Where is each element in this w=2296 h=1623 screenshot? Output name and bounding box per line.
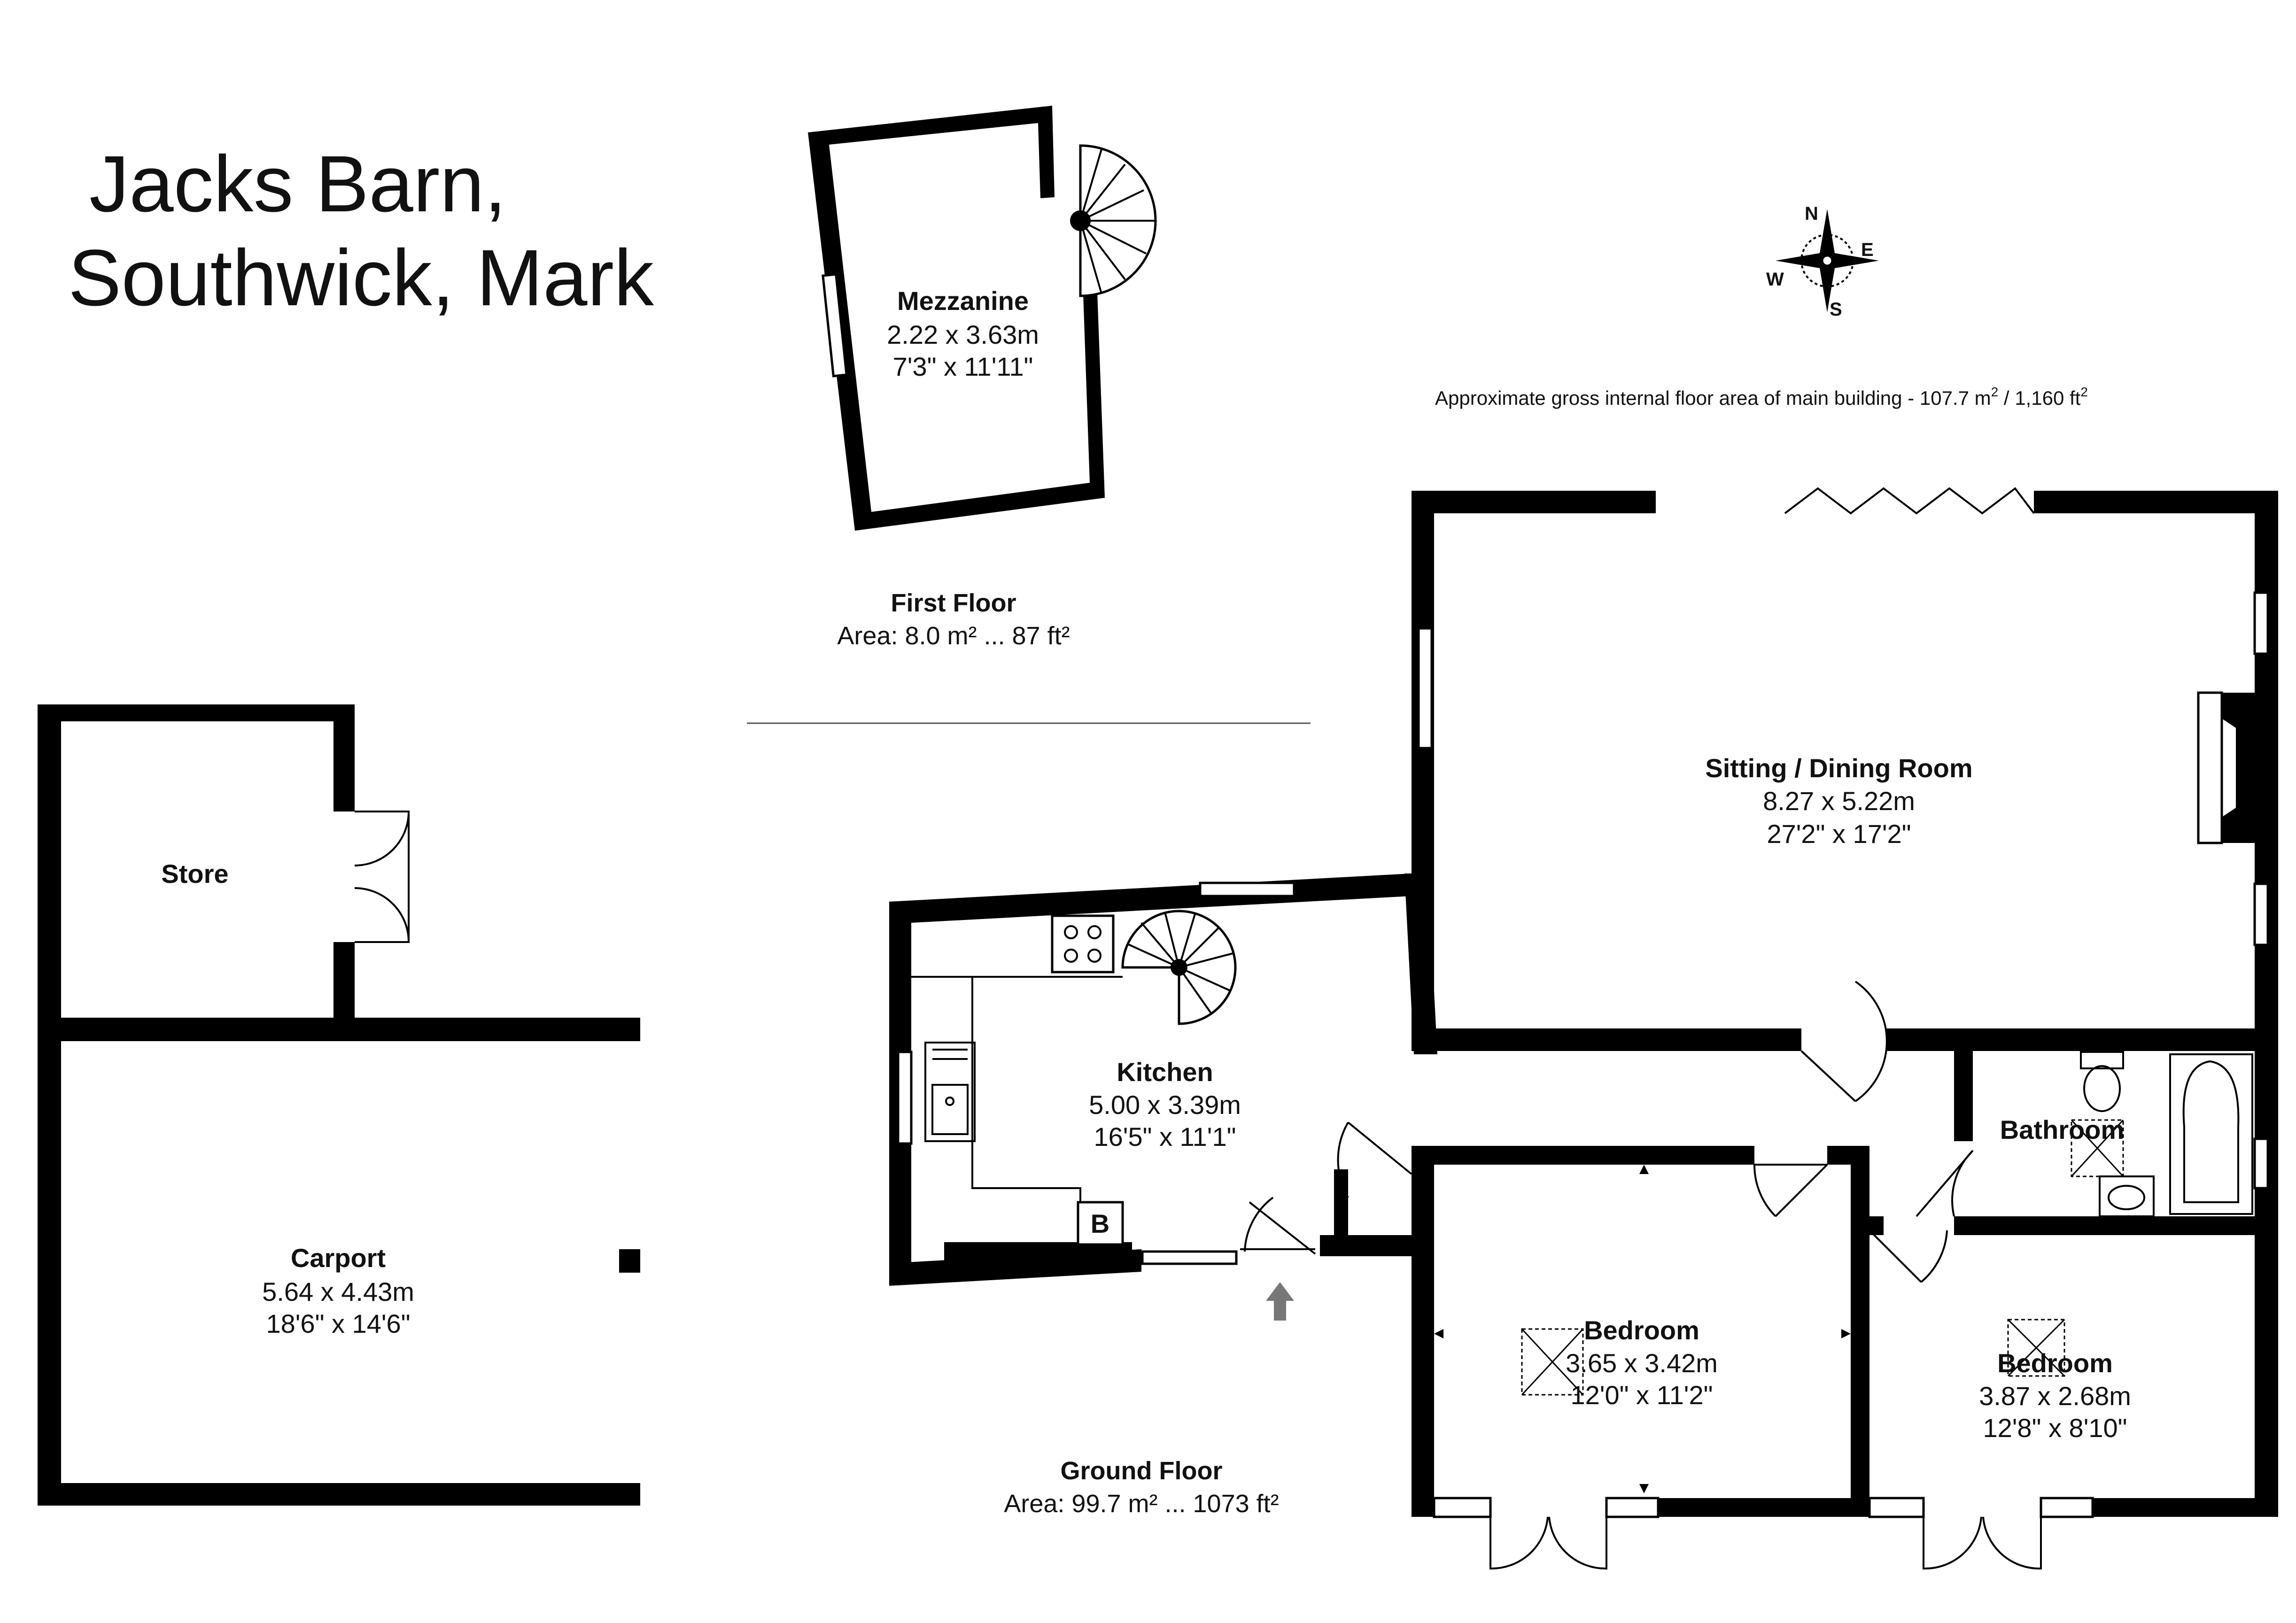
room-metric-bedroom-1: 3.65 x 3.42m (1566, 1348, 1718, 1378)
room-imperial-kitchen: 16'5" x 11'1" (1094, 1122, 1236, 1152)
sitting-room-door-icon (1800, 981, 1888, 1102)
boiler-label: B (1091, 1209, 1109, 1238)
room-metric-mezzanine: 2.22 x 3.63m (887, 320, 1039, 349)
bedroom2-window-right (2040, 1497, 2094, 1518)
room-metric-carport: 5.64 x 4.43m (262, 1277, 414, 1306)
bedroom1-skylight-icon (1521, 1328, 1584, 1396)
bath-icon (2169, 1053, 2253, 1215)
fireplace-icon (2197, 691, 2255, 844)
bedroom1-window-left (1433, 1497, 1492, 1518)
compass-icon (1776, 209, 1879, 312)
room-imperial-bedroom-2: 12'8" x 8'10" (1983, 1413, 2127, 1443)
bedroom1-window-right (1605, 1497, 1660, 1518)
sitting-window-east-2 (2253, 882, 2269, 946)
room-name-bathroom: Bathroom (2000, 1115, 2124, 1144)
room-name-bedroom-2: Bedroom (1997, 1348, 2113, 1378)
spiral-stair-mezzanine-icon (1070, 144, 1157, 297)
room-name-sitting-dining: Sitting / Dining Room (1705, 753, 1972, 783)
sitting-window-west (1417, 627, 1433, 750)
room-name-kitchen: Kitchen (1117, 1057, 1213, 1087)
entrance-arrow-icon (1266, 1282, 1294, 1321)
store-double-door-icon (354, 811, 410, 943)
bedroom2-french-doors-icon (1923, 1516, 2042, 1570)
bifold-doors-icon (1784, 487, 2035, 515)
room-metric-bedroom-2: 3.87 x 2.68m (1979, 1381, 2131, 1411)
property-title-line1: Jacks Barn, (89, 139, 506, 229)
mezzanine-walls (808, 106, 1105, 531)
ground-floor-title: Ground Floor (1061, 1457, 1223, 1485)
gross-area-squared-2: 2 (2080, 385, 2088, 399)
bedroom2-window-left (1868, 1497, 1925, 1518)
compass-east-label: E (1861, 240, 1874, 260)
gross-area-text: Approximate gross internal floor area of… (1435, 387, 1991, 409)
room-imperial-mezzanine: 7'3" x 11'11" (893, 352, 1033, 381)
room-name-carport: Carport (291, 1243, 386, 1273)
bedroom2-door-icon (1869, 1229, 1948, 1283)
property-title-line2: Southwick, Mark (68, 233, 654, 323)
hob-icon (1051, 914, 1115, 974)
mezzanine-window (822, 273, 848, 378)
store-carport-walls (38, 704, 640, 1506)
kitchen-worktop-outline (911, 976, 1081, 1249)
room-name-bedroom-1: Bedroom (1584, 1315, 1699, 1345)
basin-icon (2099, 1175, 2155, 1217)
front-door-icon (1337, 1121, 1412, 1198)
sink-icon (924, 1042, 976, 1142)
bedroom1-dimension-markers (1434, 1165, 1851, 1493)
kitchen-window-south (1141, 1250, 1238, 1265)
room-name-mezzanine: Mezzanine (897, 286, 1029, 316)
ground-floor-area: Area: 99.7 m² ... 1073 ft² (1004, 1490, 1279, 1518)
compass-north-label: N (1805, 203, 1818, 224)
first-floor-area: Area: 8.0 m² ... 87 ft² (837, 622, 1070, 650)
room-metric-sitting-dining: 8.27 x 5.22m (1763, 786, 1915, 816)
toilet-icon (2080, 1051, 2124, 1112)
bedroom1-door-icon (1753, 1164, 1828, 1217)
room-imperial-carport: 18'6" x 14'6" (266, 1309, 410, 1338)
compass-west-label: W (1766, 269, 1784, 290)
gross-area-squared-1: 2 (1991, 385, 1999, 399)
kitchen-window-north (1199, 881, 1295, 897)
bedroom2-skylight-icon (2007, 1319, 2065, 1377)
compass-south-label: S (1830, 299, 1842, 320)
first-floor-title: First Floor (891, 589, 1016, 617)
kitchen-door-icon (1240, 1197, 1316, 1255)
kitchen-window-west (897, 1051, 913, 1145)
gross-internal-area: Approximate gross internal floor area of… (1435, 385, 2088, 409)
room-imperial-sitting-dining: 27'2" x 17'2" (1767, 819, 1911, 849)
boiler-icon (1077, 1201, 1124, 1246)
gross-area-mid: / 1,160 ft (1998, 387, 2080, 409)
bathroom-window (2253, 1137, 2269, 1190)
room-name-store: Store (161, 859, 228, 889)
bedroom1-french-doors-icon (1489, 1516, 1607, 1570)
bathroom-skylight-icon (2071, 1119, 2124, 1177)
bathroom-door-icon (1916, 1150, 1974, 1217)
room-metric-kitchen: 5.00 x 3.39m (1089, 1090, 1241, 1120)
sitting-window-east-1 (2253, 591, 2269, 655)
spiral-stair-kitchen-icon (1121, 910, 1237, 1025)
room-imperial-bedroom-1: 12'0" x 11'2" (1571, 1380, 1713, 1410)
